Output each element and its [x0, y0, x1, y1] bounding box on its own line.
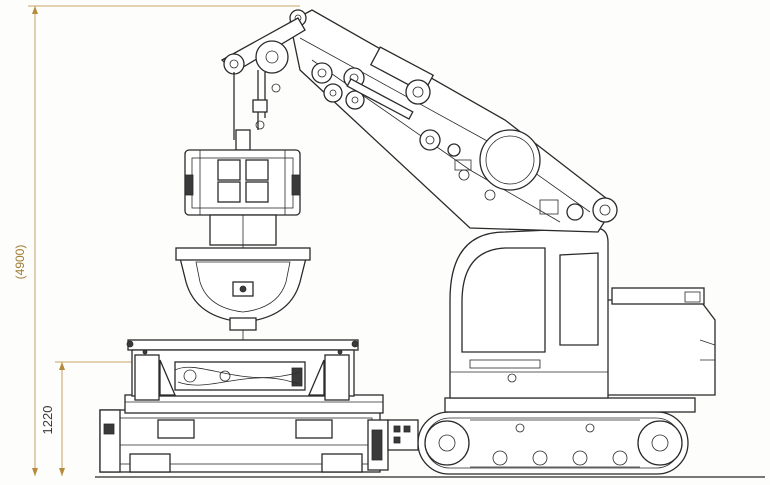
suspended-load: [175, 149, 311, 331]
crane-boom: [220, 9, 618, 233]
total-height-label: (4900): [13, 245, 27, 280]
base-height-label: 1220: [40, 406, 55, 435]
total-height-dimension: (4900): [13, 5, 300, 476]
base-machine: [99, 339, 389, 473]
hoist-rope: [233, 70, 268, 151]
machine-upper-body: [444, 227, 716, 413]
crawler-track: [417, 411, 689, 475]
front-blade: [387, 419, 419, 451]
